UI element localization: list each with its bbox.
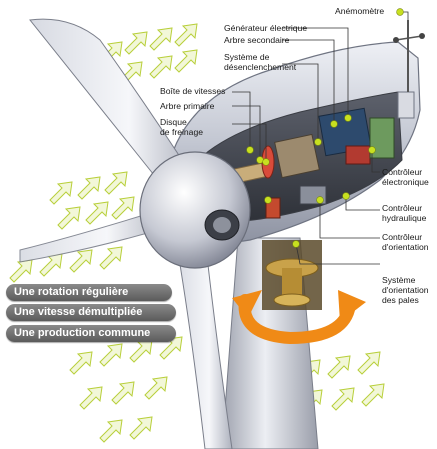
- label-disque-l1: Disque: [160, 117, 187, 127]
- callout-dot: [342, 192, 350, 200]
- callout-dot: [314, 138, 322, 146]
- wind-arrow: [144, 376, 168, 400]
- wind-arrow: [99, 343, 123, 367]
- banner-rotation: Une rotation régulière: [6, 284, 172, 301]
- wind-arrow: [104, 171, 128, 195]
- label-controleur-hydraulique-l1: Contrôleur: [382, 203, 423, 213]
- wind-arrow: [174, 23, 198, 47]
- label-systeme-pales-l1: Système: [382, 275, 416, 285]
- wind-arrow: [57, 206, 81, 230]
- callout-dot: [330, 120, 338, 128]
- wind-arrow: [159, 336, 183, 360]
- callout-dot: [396, 8, 404, 16]
- label-controleur-hydraulique-l2: hydraulique: [382, 213, 427, 223]
- label-anemometre: Anémomètre: [335, 6, 385, 16]
- callout-dot: [316, 196, 324, 204]
- wind-arrow: [174, 49, 198, 73]
- wind-arrow: [327, 355, 351, 379]
- label-disque-l2: de freinage: [160, 127, 204, 137]
- callout-dot: [344, 114, 352, 122]
- label-controleur-orientation-l1: Contrôleur: [382, 232, 423, 242]
- wind-arrow: [361, 383, 385, 407]
- label-boite-vitesses: Boîte de vitesses: [160, 86, 226, 96]
- label-dots: [246, 8, 404, 248]
- label-controleur-orientation-l2: d'orientation: [382, 242, 429, 252]
- wind-arrow: [124, 31, 148, 55]
- label-arbre-primaire: Arbre primaire: [160, 101, 215, 111]
- wind-arrows: [9, 23, 385, 443]
- wind-arrow: [77, 176, 101, 200]
- label-systeme-pales-l3: des pales: [382, 295, 419, 305]
- rotor-blades: [19, 18, 233, 449]
- label-systeme-desenclenchement-l1: Système de: [224, 52, 270, 62]
- banner-production: Une production commune: [6, 325, 176, 342]
- label-leaders: [232, 11, 409, 265]
- callout-dot: [368, 146, 376, 154]
- wind-arrow: [49, 181, 73, 205]
- wind-arrow: [69, 249, 93, 273]
- wind-arrow: [357, 351, 381, 375]
- rotor-hub: [139, 151, 251, 269]
- callout-dot: [246, 146, 254, 154]
- tower: [221, 237, 322, 449]
- label-generateur: Générateur électrique: [224, 23, 308, 33]
- wind-arrow: [99, 419, 123, 443]
- wind-arrow: [111, 381, 135, 405]
- wind-arrow: [79, 386, 103, 410]
- wind-arrow: [129, 416, 153, 440]
- wind-arrow: [99, 246, 123, 270]
- label-systeme-pales-l2: d'orientation: [382, 285, 429, 295]
- callout-dot: [292, 240, 300, 248]
- wind-arrow: [69, 351, 93, 375]
- label-controleur-electronique-l2: électronique: [382, 177, 429, 187]
- wind-arrow: [39, 253, 63, 277]
- wind-arrow: [149, 55, 173, 79]
- label-controleur-electronique-l1: Contrôleur: [382, 167, 423, 177]
- wind-arrow: [9, 259, 33, 283]
- wind-arrow: [111, 196, 135, 220]
- wind-arrow: [85, 201, 109, 225]
- wind-arrow: [129, 339, 153, 363]
- wind-arrow: [149, 27, 173, 51]
- label-arbre-secondaire: Arbre secondaire: [224, 35, 290, 45]
- callout-dot: [264, 196, 272, 204]
- label-systeme-desenclenchement-l2: désenclenchement: [224, 62, 297, 72]
- callout-dot: [262, 158, 270, 166]
- banner-vitesse: Une vitesse démultipliée: [6, 304, 176, 321]
- yaw-rotation-arrow: [232, 290, 366, 345]
- wind-arrow: [331, 387, 355, 411]
